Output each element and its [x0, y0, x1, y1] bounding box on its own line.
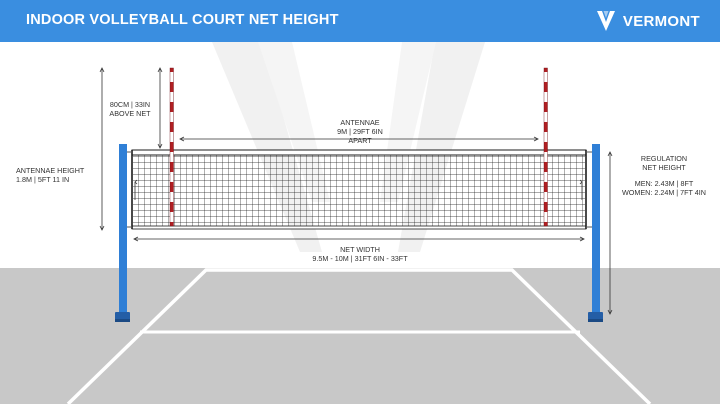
- right-net-post: [588, 144, 603, 322]
- brand-logo: VERMONT: [594, 9, 700, 33]
- men-net-height: MEN: 2.43M | 8FT: [634, 179, 694, 188]
- antennae-apart-label: ANTENNAE 9M | 29FT 6IN APART: [337, 118, 383, 145]
- net-width-label: NET WIDTH 9.5M - 10M | 31FT 6IN - 33FT: [312, 245, 408, 263]
- women-net-height: WOMEN: 2.24M | 7FT 4IN: [621, 188, 706, 197]
- left-antenna: [169, 67, 174, 227]
- antennae-height-label: ANTENNAE HEIGHT 1.8M | 5FT 11 IN: [16, 166, 85, 184]
- brand-name: VERMONT: [622, 12, 700, 30]
- court-floor: [0, 268, 720, 404]
- page-title: INDOOR VOLLEYBALL COURT NET HEIGHT: [26, 12, 339, 28]
- header-bar: INDOOR VOLLEYBALL COURT NET HEIGHT VERMO…: [0, 0, 720, 42]
- volleyball-net: [127, 149, 592, 230]
- right-antenna: [543, 67, 548, 227]
- dimension-lines: [99, 67, 613, 315]
- vermont-v-logo-icon: [596, 11, 615, 31]
- left-net-post: [115, 144, 130, 322]
- above-net-label: 80CM | 33IN ABOVE NET: [109, 100, 151, 118]
- court-illustration: [0, 42, 720, 404]
- net-height-label: REGULATION NET HEIGHT MEN: 2.43M | 8FT W…: [612, 154, 716, 197]
- court-lines: [66, 268, 652, 404]
- court-scene: 80CM | 33IN ABOVE NET ANTENNAE 9M | 29FT…: [0, 42, 720, 404]
